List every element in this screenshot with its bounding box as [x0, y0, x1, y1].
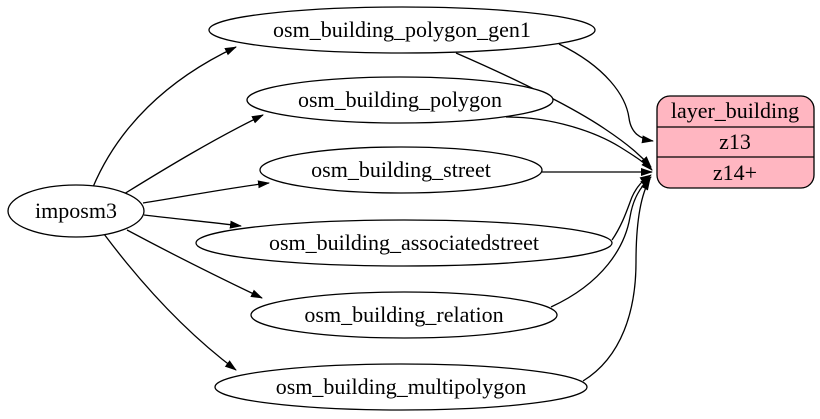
osm_building_street-label: osm_building_street	[311, 157, 491, 182]
layer_building-row-z13: z13	[719, 129, 751, 154]
node-osm_building_street: osm_building_street	[259, 146, 543, 194]
edge-group-source-to-tables	[92, 46, 270, 371]
osm_building_relation-ellipse	[250, 291, 558, 339]
edge-imposm3-to-osm_building_polygon_gen1	[92, 46, 237, 188]
edge-imposm3-to-osm_building_associatedstreet	[143, 214, 242, 229]
edge-imposm3-to-osm_building_multipolygon	[103, 233, 237, 371]
osm_building_polygon-label: osm_building_polygon	[298, 87, 502, 112]
edge-osm_building_polygon_gen1-to-z13	[558, 43, 654, 144]
layer_building-row-z14: z14+	[713, 160, 757, 185]
osm_building_street-ellipse	[259, 146, 543, 194]
imposm3-label: imposm3	[35, 198, 117, 223]
osm_building_associatedstreet-ellipse	[195, 219, 613, 267]
imposm3-ellipse	[7, 184, 145, 238]
edge-imposm3-to-osm_building_relation	[126, 229, 263, 299]
osm_building_associatedstreet-label: osm_building_associatedstreet	[269, 230, 539, 255]
node-osm_building_multipolygon: osm_building_multipolygon	[214, 363, 588, 411]
edge-osm_building_multipolygon-to-z14	[582, 178, 651, 382]
edge-osm_building_polygon_gen1-to-z14	[455, 52, 652, 168]
osm_building_polygon_gen1-ellipse	[208, 6, 596, 54]
node-imposm3: imposm3	[7, 184, 145, 238]
node-osm_building_relation: osm_building_relation	[250, 291, 558, 339]
layer_building-box	[656, 95, 815, 189]
edge-osm_building_relation-to-z14	[550, 176, 652, 308]
osm_building_multipolygon-label: osm_building_multipolygon	[276, 374, 527, 399]
osm_building_multipolygon-ellipse	[214, 363, 588, 411]
osm_building_polygon-ellipse	[246, 76, 554, 124]
edge-imposm3-to-osm_building_polygon	[123, 114, 264, 195]
edge-imposm3-to-osm_building_street	[142, 180, 270, 204]
node-layer_building: layer_building z13 z14+	[656, 95, 815, 189]
layer_building-title: layer_building	[671, 98, 799, 123]
edge-group-tables-to-layer	[455, 43, 654, 382]
osm_building_polygon_gen1-label: osm_building_polygon_gen1	[273, 17, 531, 42]
node-osm_building_associatedstreet: osm_building_associatedstreet	[195, 219, 613, 267]
node-osm_building_polygon_gen1: osm_building_polygon_gen1	[208, 6, 596, 54]
node-osm_building_polygon: osm_building_polygon	[246, 76, 554, 124]
osm_building_relation-label: osm_building_relation	[304, 302, 503, 327]
edge-osm_building_polygon-to-z14	[505, 116, 653, 171]
